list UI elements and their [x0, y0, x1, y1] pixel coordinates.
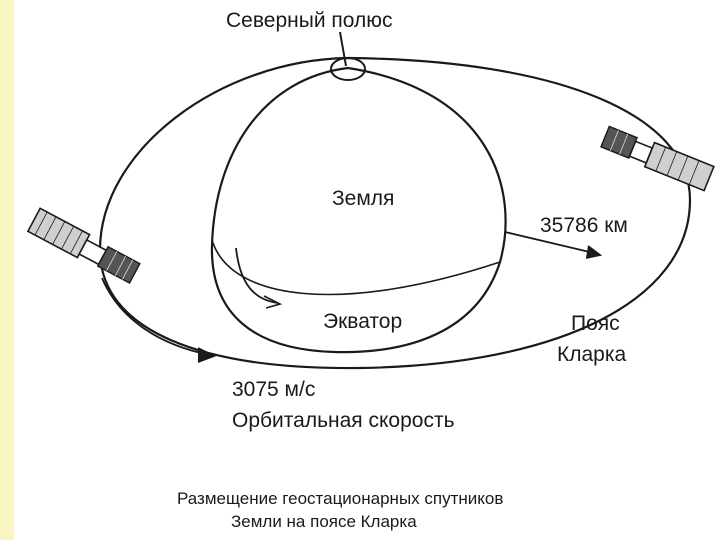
orbital-speed-label: Орбитальная скорость: [232, 409, 455, 432]
earth-label: Земля: [332, 187, 394, 210]
equator-label: Экватор: [323, 310, 402, 333]
caption-line2: Земли на поясе Кларка: [231, 512, 417, 531]
earth-globe: [210, 66, 507, 354]
north-pole-marker: [330, 31, 366, 81]
satellite-icon-left: [26, 207, 141, 284]
equator-arrow: [235, 247, 283, 309]
distance-label: 35786 км: [540, 214, 628, 237]
speed-label: 3075 м/с: [232, 378, 315, 401]
distance-arrow: [504, 231, 603, 259]
clarke-belt-label-line2: Кларка: [557, 343, 626, 366]
clarke-belt-label-line1: Пояс: [571, 312, 620, 335]
satellite-icon-right: [600, 125, 715, 192]
orbital-speed-arrow: [101, 277, 217, 363]
caption-line1: Размещение геостационарных спутников: [177, 489, 503, 508]
clarke-belt-orbit: [98, 56, 692, 370]
left-accent-bar: [0, 0, 14, 540]
north-pole-label: Северный полюс: [226, 9, 392, 32]
